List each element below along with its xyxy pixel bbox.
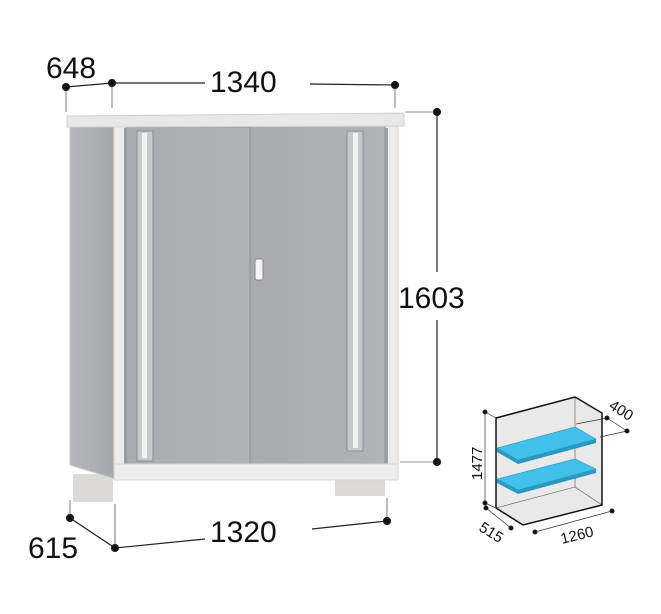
interior-diagram (495, 396, 603, 526)
shed-side-panel (69, 124, 119, 481)
left-handle-highlight (142, 133, 147, 458)
base-depth-label: 615 (28, 532, 78, 565)
right-door (249, 125, 386, 465)
interior-depth-label: 515 (476, 519, 506, 547)
right-handle-highlight (353, 133, 358, 448)
shed-illustration (66, 112, 405, 502)
shelf-upper (496, 426, 597, 464)
roof-depth-label: 648 (46, 52, 96, 85)
foundation-block-left (73, 474, 113, 502)
height-label: 1603 (398, 282, 465, 315)
door-latch-icon (254, 258, 264, 281)
base-width-label: 1320 (210, 516, 277, 549)
shed-roof (66, 112, 405, 128)
interior-box (496, 397, 602, 525)
interior-height-label: 1477 (469, 447, 486, 480)
interior-width-label: 1260 (559, 523, 595, 548)
exterior-dimension-lines (61, 78, 442, 553)
interior-dimension-lines (482, 409, 630, 535)
shed-base-frame (113, 463, 399, 481)
roof-width-label: 1340 (210, 66, 277, 99)
shelf-lower (496, 458, 597, 494)
